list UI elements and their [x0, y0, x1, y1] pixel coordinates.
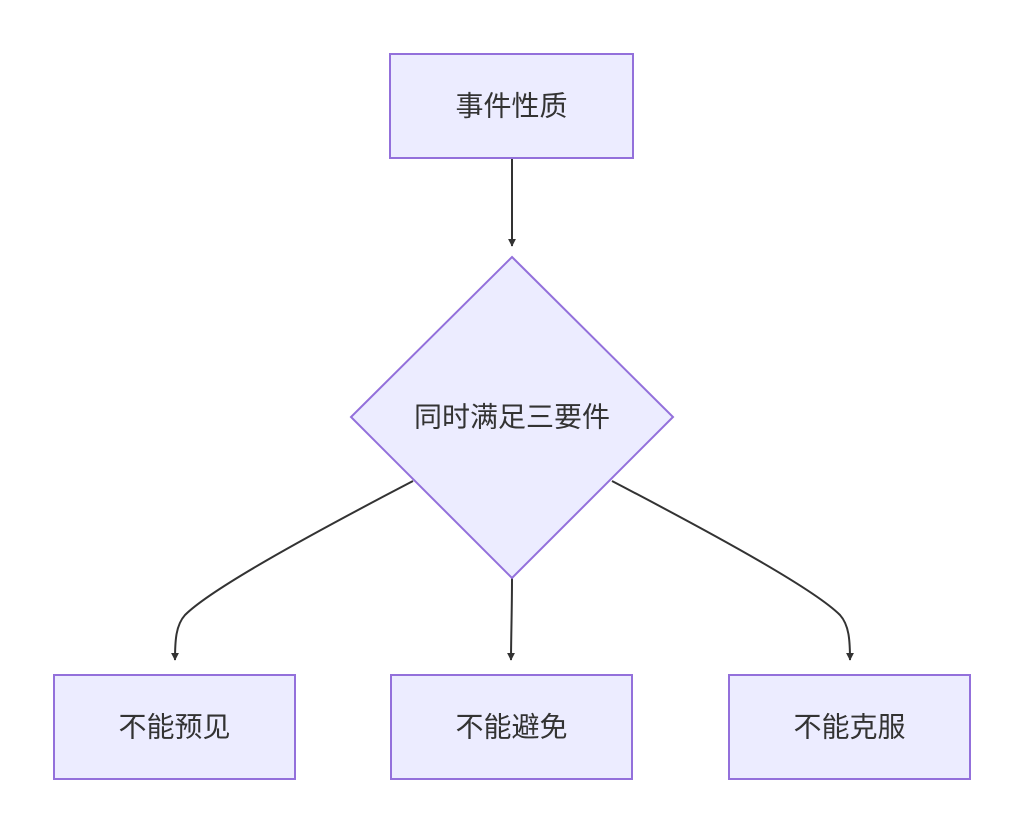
node-unavoidable-label: 不能避免: [455, 711, 567, 744]
node-unforeseeable: [53, 674, 296, 780]
node-unavoidable: [390, 674, 633, 780]
node-unforeseeable-label: 不能预见: [118, 711, 230, 744]
edge-decision-to-unavoidable: [507, 577, 516, 661]
node-event-nature: [389, 53, 634, 159]
decision-diamond-label: 同时满足三要件: [414, 401, 610, 434]
edge-decision-to-unforeseeable: [171, 480, 414, 661]
decision-diamond: [349, 255, 675, 580]
node-insurmountable-label: 不能克服: [793, 711, 905, 744]
node-insurmountable: [728, 674, 971, 780]
node-event-nature-label: 事件性质: [455, 90, 567, 123]
edge-decision-to-insurmountable: [611, 480, 854, 661]
